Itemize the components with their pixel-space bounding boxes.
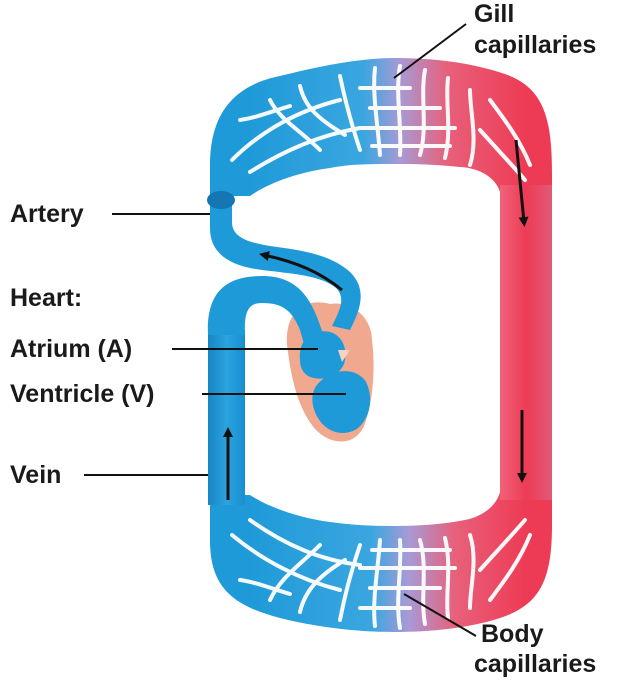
body-label-line2: capillaries bbox=[474, 650, 596, 678]
body-label-line1: Body bbox=[481, 620, 544, 648]
gill-label-line2: capillaries bbox=[474, 31, 596, 59]
artery-label: Artery bbox=[10, 200, 84, 228]
atrium-label: Atrium (A) bbox=[10, 335, 132, 363]
red-vessel bbox=[500, 185, 552, 500]
heart-label: Heart: bbox=[10, 284, 82, 312]
atrium-chamber bbox=[300, 331, 346, 378]
artery-opening bbox=[207, 191, 235, 209]
body-capillary-bed bbox=[210, 492, 552, 632]
ventricle-label: Ventricle (V) bbox=[10, 380, 155, 408]
gill-capillaries-label: Gill capillaries bbox=[474, 0, 596, 59]
body-capillaries-label: Body capillaries bbox=[474, 620, 596, 678]
gill-label-line1: Gill bbox=[474, 0, 514, 28]
vein-label: Vein bbox=[10, 461, 61, 489]
